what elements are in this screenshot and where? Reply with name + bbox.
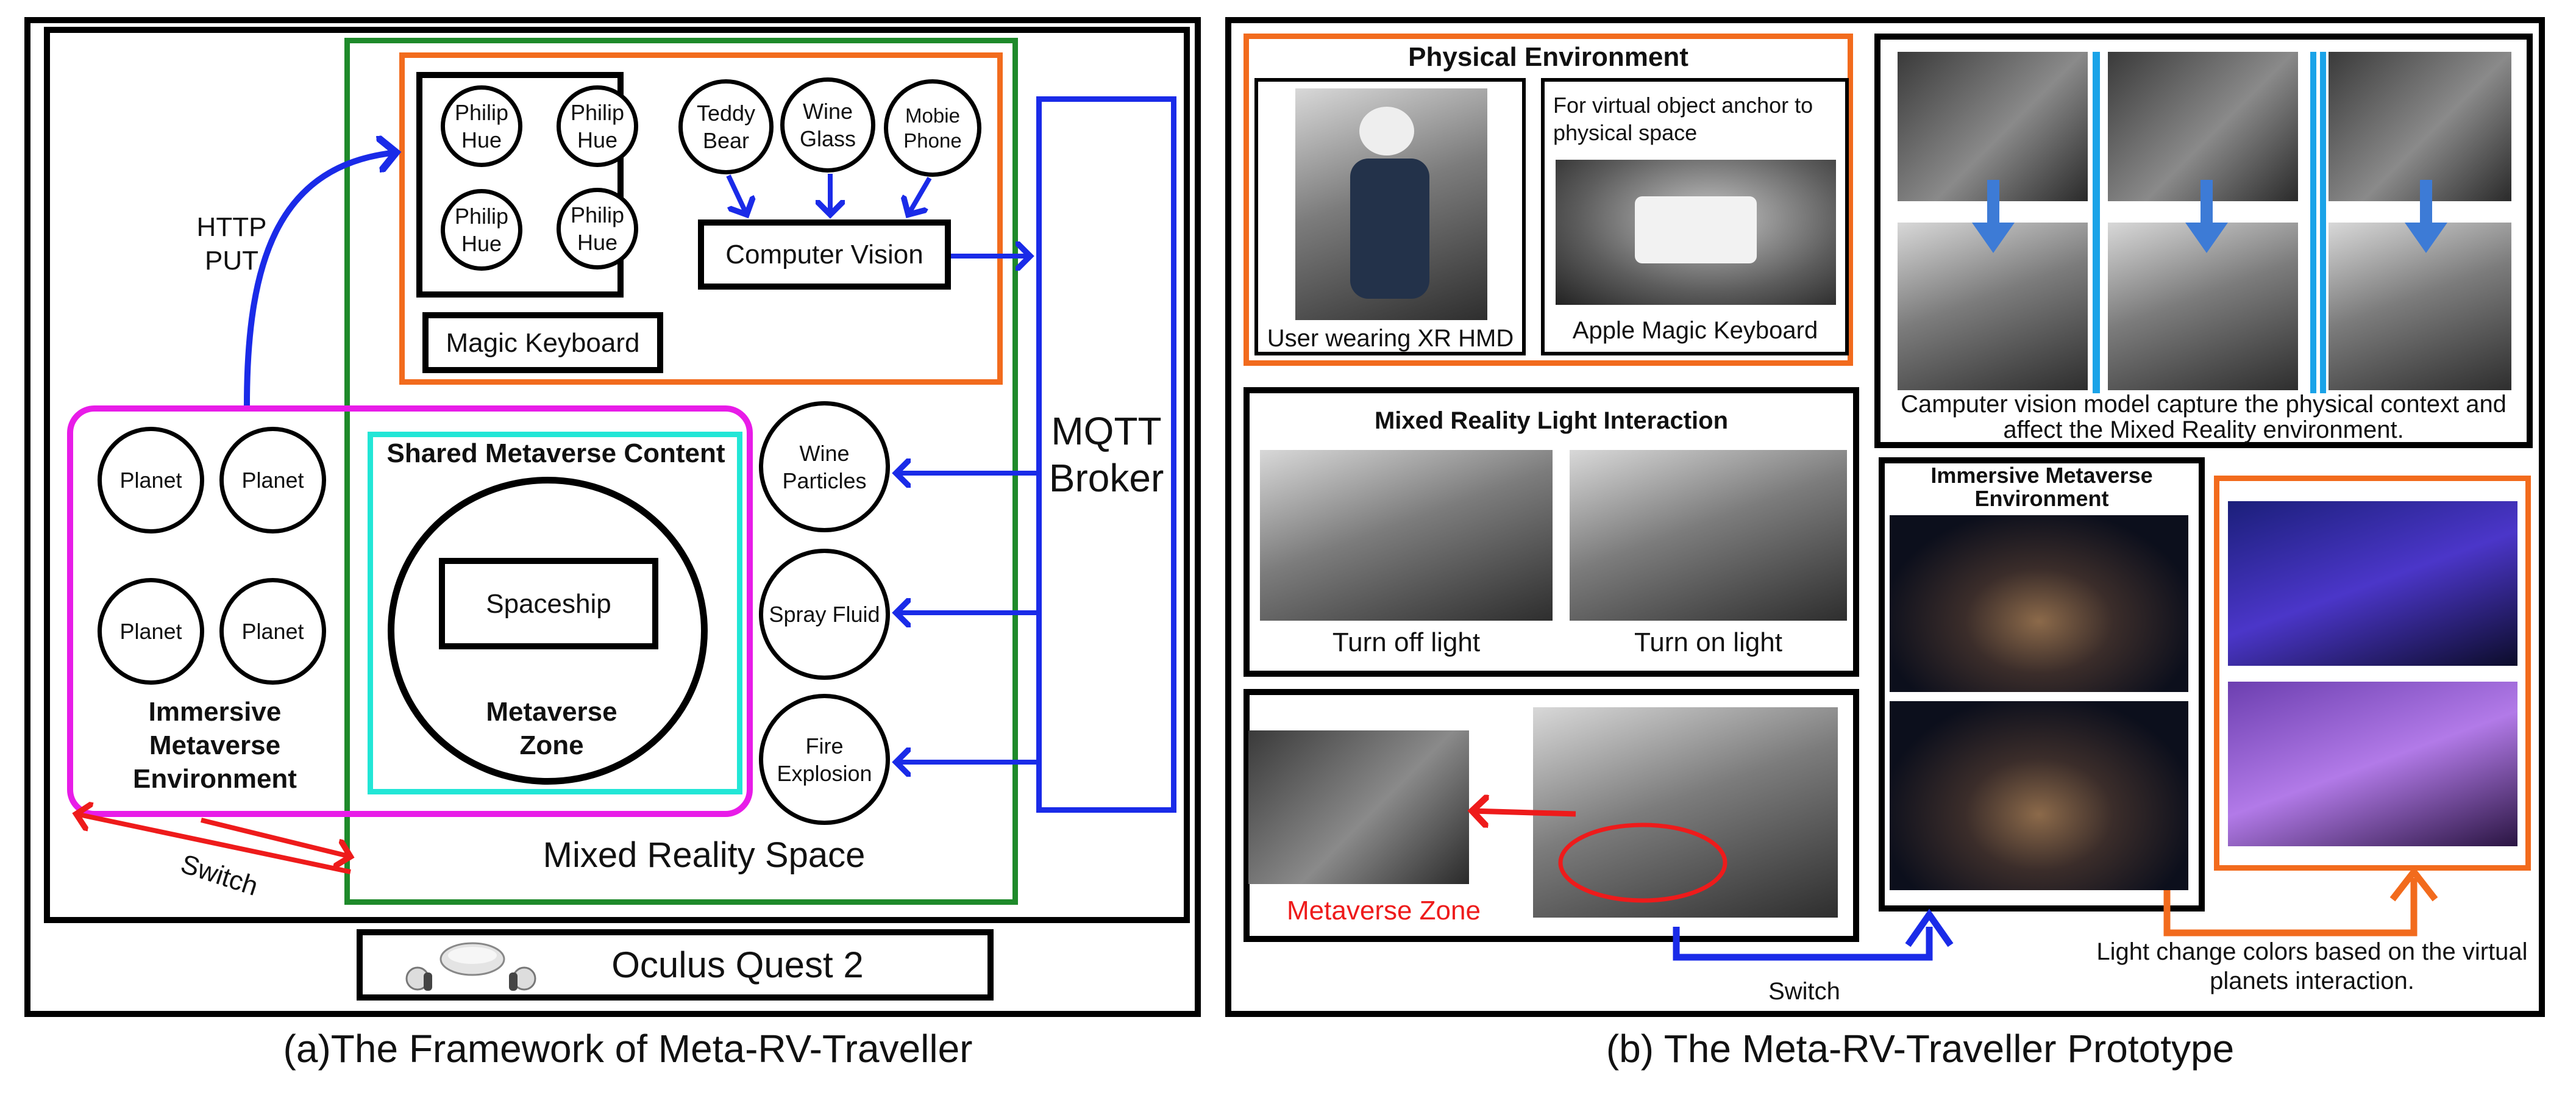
left-arrows — [0, 0, 1039, 874]
cv-object-mobile-phone: Mobie Phone — [884, 79, 981, 177]
cv-arrow — [726, 174, 747, 215]
switch-arrow — [201, 818, 350, 857]
cv-detection-photo — [2108, 52, 2298, 201]
shared-metaverse-content-label: Shared Metaverse Content — [386, 438, 725, 468]
cv-down-arrows — [1972, 180, 2447, 253]
magic-keyboard-box: Magic Keyboard — [422, 312, 663, 373]
iot-device-group — [416, 72, 624, 298]
switch-bracket-arrow — [1673, 927, 1933, 961]
mqtt-broker: MQTT Broker — [1036, 96, 1176, 813]
keyboard-photo-caption: Apple Magic Keyboard — [1572, 317, 1818, 344]
switch-arrow — [76, 814, 351, 874]
planet: Planet — [98, 427, 204, 533]
metaverse-zone-box — [1244, 689, 1859, 942]
planet: Planet — [98, 578, 204, 685]
right-arrows — [1219, 671, 2438, 961]
divider-line — [2310, 52, 2316, 393]
effect-spray-fluid: Spray Fluid — [759, 549, 890, 680]
physical-environment-box — [1244, 34, 1853, 366]
metaverse-zone-highlight-label: Metaverse Zone — [1287, 895, 1481, 926]
planet: Planet — [219, 578, 326, 685]
user-photo-frame — [1254, 78, 1526, 355]
user-wearing-hmd-photo — [1295, 88, 1487, 320]
philip-hue-bulb: Philip Hue — [557, 188, 638, 269]
effect-fire-explosion: Fire Explosion — [759, 694, 890, 825]
metaverse-zone-photo — [1248, 730, 1469, 884]
switch-arrow-head — [1905, 908, 1954, 947]
room-photo — [1533, 707, 1838, 918]
framework-caption: (a)The Framework of Meta-RV-Traveller — [283, 1027, 973, 1071]
immersive-environment-panel — [1879, 457, 2205, 912]
planet: Planet — [219, 427, 326, 533]
headset-frame — [44, 27, 1190, 923]
cv-arrow — [908, 176, 932, 215]
zone-highlight-ellipse — [1558, 822, 1727, 903]
keyboard-photo-frame — [1541, 78, 1849, 355]
spaceship-box: Spaceship — [439, 558, 658, 649]
light-color-box — [2214, 476, 2531, 871]
light-off-photo — [1260, 450, 1553, 621]
cv-caption: Camputer vision model capture the physic… — [1901, 391, 2507, 443]
light-off-caption: Turn off light — [1332, 627, 1481, 657]
mr-effect-photo — [2108, 223, 2298, 390]
immersive-environment-label: Immersive Metaverse Environment — [133, 697, 297, 794]
mr-effect-photo — [2329, 223, 2511, 390]
http-put-arrow — [244, 152, 396, 406]
shared-metaverse-content-box — [368, 432, 742, 794]
magic-keyboard-photo — [1556, 160, 1836, 305]
philip-hue-bulb: Philip Hue — [557, 85, 638, 167]
light-on-photo — [1570, 450, 1847, 621]
light-interaction-box — [1244, 387, 1859, 677]
spaceship-view-photo — [1890, 515, 2188, 692]
divider-line — [2093, 52, 2100, 393]
vr-headset-icon — [399, 936, 539, 997]
framework-panel — [24, 17, 1201, 1017]
cv-object-wine-glass: Wine Glass — [780, 77, 875, 173]
prototype-caption: (b) The Meta-RV-Traveller Prototype — [1606, 1027, 2235, 1071]
light-color-bracket — [2163, 878, 2418, 937]
metaverse-zone-label: Metaverse Zone — [486, 697, 617, 760]
philip-hue-bulb: Philip Hue — [441, 85, 522, 167]
light-color-arrow-head — [2389, 866, 2438, 902]
light-color-note: Light change colors based on the virtual… — [2096, 938, 2528, 994]
light-on-caption: Turn on light — [1634, 627, 1782, 657]
down-arrow — [2185, 180, 2228, 253]
down-arrow — [1972, 180, 2015, 253]
spaceship-view-photo — [1890, 701, 2188, 890]
cv-composite-box — [1874, 34, 2533, 448]
immersive-environment-title: Immersive Metaverse Environment — [1930, 463, 2153, 511]
cv-detection-photo — [2329, 52, 2511, 201]
mqtt-broker-label: MQTT Broker — [1048, 409, 1164, 500]
metaverse-zone-circle — [388, 477, 708, 785]
physical-environment-title: Physical Environment — [1408, 41, 1688, 72]
divider-line — [2320, 52, 2326, 393]
effect-wine-particles: Wine Particles — [759, 401, 890, 532]
light-interaction-title: Mixed Reality Light Interaction — [1374, 407, 1729, 434]
blue-room-photo — [2228, 501, 2517, 666]
switch-label-right: Switch — [1768, 977, 1840, 1005]
zone-arrow — [1472, 811, 1576, 814]
down-arrow — [2405, 180, 2447, 253]
user-photo-caption: User wearing XR HMD — [1267, 325, 1514, 352]
cv-detection-photo — [1898, 52, 2088, 201]
mixed-reality-space-label: Mixed Reality Space — [543, 835, 866, 875]
philip-hue-bulb: Philip Hue — [441, 189, 522, 271]
immersive-environment-box — [67, 405, 753, 817]
anchor-note: For virtual object anchor to physical sp… — [1553, 93, 1813, 145]
purple-room-photo — [2228, 682, 2517, 846]
physical-box — [399, 52, 1003, 385]
computer-vision-box: Computer Vision — [698, 219, 951, 290]
cv-object-teddy-bear: Teddy Bear — [678, 79, 774, 174]
oculus-quest-label: Oculus Quest 2 — [611, 944, 864, 985]
prototype-panel — [1225, 17, 2545, 1017]
http-put-label: HTTP PUT — [196, 212, 267, 276]
